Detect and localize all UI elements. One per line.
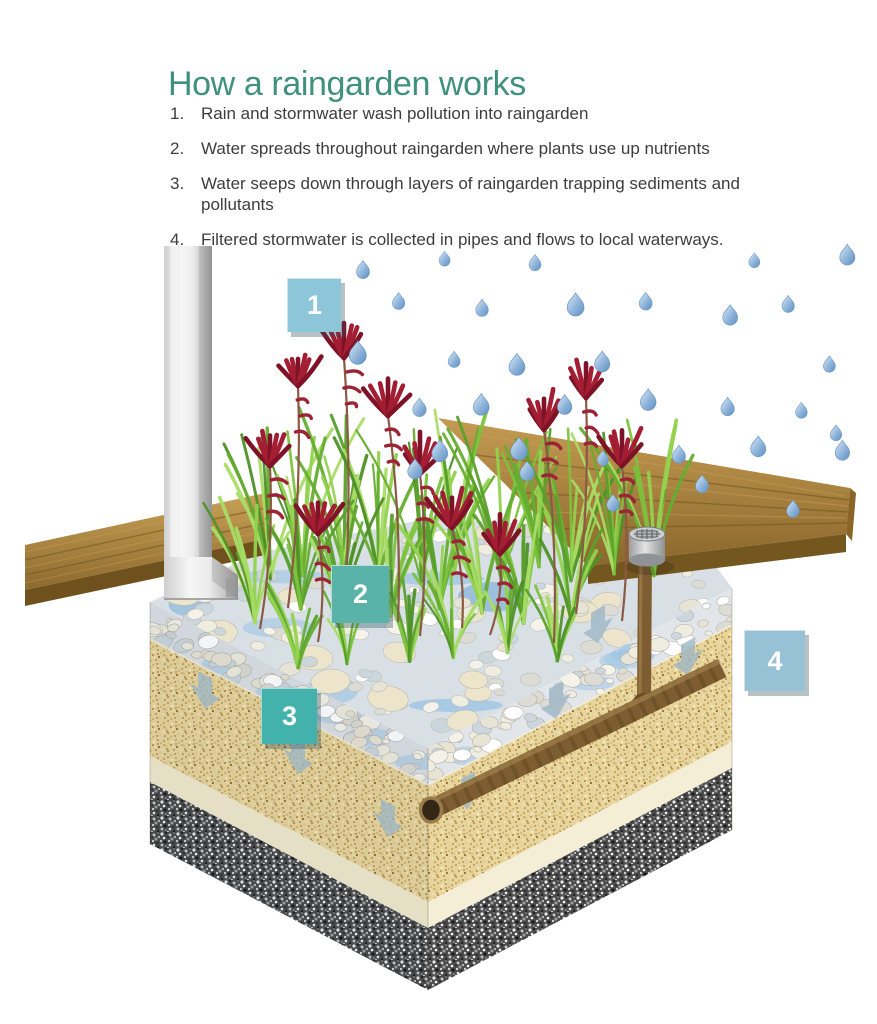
seep-arrow-icon	[190, 671, 220, 709]
raindrop-icon	[823, 355, 836, 373]
kangaroo-paw-flowers	[243, 320, 644, 644]
raindrop-icon	[431, 439, 449, 462]
seep-arrow-icon	[541, 681, 571, 719]
seep-arrow-icon	[673, 637, 703, 675]
raindrop-icon	[829, 424, 843, 441]
collection-pipe	[418, 559, 727, 824]
raindrop-icon	[356, 259, 370, 279]
step-number: 1.	[170, 104, 185, 123]
raindrop-icon	[412, 397, 427, 417]
raindrop-icon	[566, 292, 585, 317]
raindrop-icon	[596, 449, 609, 467]
grass-tuft	[411, 568, 485, 660]
diagram-label-4: 4	[744, 630, 805, 691]
grass-tuft	[264, 581, 324, 670]
drain-grate-icon	[634, 529, 661, 539]
step-number: 3.	[170, 174, 185, 193]
raindrop-icon	[839, 243, 856, 266]
raindrop-icon	[748, 251, 761, 269]
flower-stem	[481, 511, 522, 636]
step-text: Rain and stormwater wash pollution into …	[201, 104, 589, 123]
gravel-layer-left	[150, 782, 428, 990]
flower-stem	[424, 485, 474, 629]
step-text: Filtered stormwater is collected in pipe…	[201, 230, 724, 249]
raindrop-icon	[510, 436, 528, 461]
step-item-4: 4. Filtered stormwater is collected in p…	[170, 229, 810, 250]
downpipe	[164, 246, 238, 600]
pipe-open-end	[418, 796, 444, 824]
bed-front-layers	[149, 588, 733, 990]
raindrop-icon	[781, 294, 795, 313]
flower-stem	[293, 500, 346, 643]
step-text: Water seeps down through layers of raing…	[201, 174, 740, 214]
seep-arrow-icon	[283, 736, 313, 774]
steps-list: 1. Rain and stormwater wash pollution in…	[170, 103, 810, 264]
step-text: Water spreads throughout raingarden wher…	[201, 139, 710, 158]
raindrop-icon	[594, 350, 611, 373]
raindrop-icon	[508, 352, 526, 376]
raindrop-icon	[519, 460, 535, 481]
raindrop-icon	[447, 350, 461, 368]
sand-layer-left	[150, 640, 428, 902]
flower-stem	[276, 352, 324, 609]
raindrop-icon	[392, 291, 406, 310]
step-item-3: 3. Water seeps down through layers of ra…	[170, 173, 810, 215]
step-item-1: 1. Rain and stormwater wash pollution in…	[170, 103, 810, 124]
diagram-label-2: 2	[331, 565, 389, 623]
raindrop-icon	[528, 253, 542, 272]
gravel-layer-right	[428, 768, 732, 990]
raindrop-icon	[473, 392, 490, 416]
raindrop-icon	[348, 340, 367, 365]
diagram-label-1: 1	[287, 278, 341, 332]
step-item-2: 2. Water spreads throughout raingarden w…	[170, 138, 810, 159]
step-number: 2.	[170, 139, 185, 158]
raindrop-icon	[795, 401, 808, 419]
step-number: 4.	[170, 230, 185, 249]
raindrop-icon	[640, 388, 657, 411]
raindrop-icon	[672, 444, 686, 464]
raindrop-icon	[606, 493, 620, 512]
overflow-drain-cap	[626, 526, 674, 575]
raindrop-icon	[475, 298, 489, 317]
raindrops	[348, 243, 856, 518]
raindrop-icon	[407, 458, 423, 480]
flower-stem	[243, 428, 292, 630]
raindrop-icon	[786, 499, 800, 518]
raindrop-icon	[722, 304, 738, 326]
flower-stem	[360, 376, 413, 623]
raindrop-icon	[750, 435, 767, 457]
filter-layer-left	[150, 756, 428, 928]
raindrop-icon	[438, 250, 451, 267]
seep-arrow-icon	[373, 799, 403, 837]
raindrop-icon	[638, 291, 653, 311]
page-title: How a raingarden works	[168, 64, 526, 103]
grass-tuft	[524, 576, 577, 663]
seep-arrow-icon	[583, 605, 613, 643]
diagram-label-3: 3	[261, 688, 317, 744]
raindrop-icon	[720, 396, 735, 416]
filter-layer-right	[428, 742, 732, 928]
raindrop-icon	[557, 393, 573, 415]
raindrop-icon	[834, 439, 850, 461]
grass-tuft	[483, 573, 532, 655]
raindrop-icon	[695, 474, 709, 494]
flower-stem	[596, 425, 644, 622]
